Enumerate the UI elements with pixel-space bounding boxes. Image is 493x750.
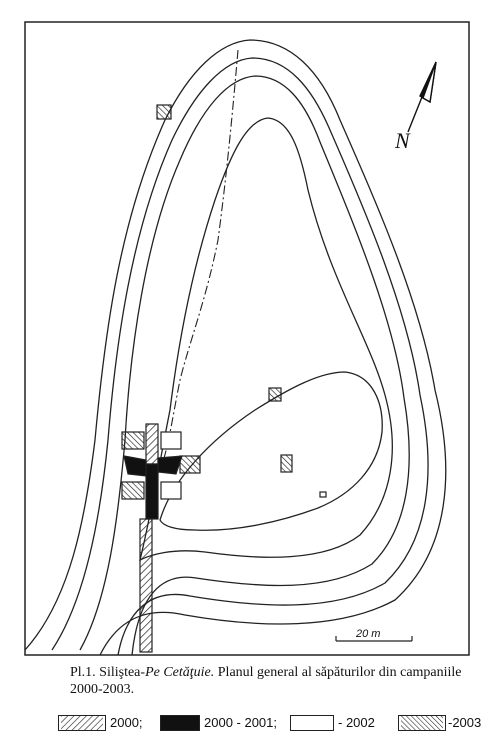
- trench-2002: [319, 491, 327, 498]
- trench-2000-2001: [145, 463, 159, 520]
- trench-2002: [160, 481, 182, 500]
- trench-2000-2001: [157, 455, 183, 475]
- trench-2000: [139, 518, 153, 653]
- map-frame: [24, 21, 470, 656]
- caption-prefix: Pl.1. Siliştea-: [70, 665, 146, 680]
- legend-label: 2000;: [110, 715, 143, 730]
- legend-swatch-hatch: [58, 715, 106, 731]
- contour-lines: [24, 39, 447, 656]
- caption-text: Planul general al săpăturilor din campan…: [70, 665, 462, 697]
- figure-caption: Pl.1. Siliştea-Pe Cetăţuie. Planul gener…: [70, 664, 470, 698]
- caption-site-name: Pe Cetăţuie.: [145, 665, 215, 680]
- legend: 2000; 2000 - 2001; - 2002 -2003: [58, 712, 490, 736]
- legend-label: -2003: [448, 715, 482, 730]
- trench-2003: [121, 481, 145, 500]
- trench-group: [121, 104, 327, 653]
- scale-bar: [335, 636, 413, 642]
- trench-2003: [280, 454, 293, 473]
- legend-swatch-empty: [290, 715, 334, 731]
- trench-2003: [268, 387, 282, 402]
- legend-label: - 2002: [338, 715, 375, 730]
- contour-line: [51, 57, 429, 656]
- legend-label: 2000 - 2001;: [204, 715, 278, 730]
- trench-2000-2001: [123, 455, 147, 477]
- north-arrow: [407, 61, 437, 133]
- scale-label: 20 m: [355, 628, 380, 640]
- trench-2000: [145, 423, 159, 465]
- contour-line: [24, 39, 447, 656]
- north-label: N: [394, 128, 411, 153]
- trench-2002: [160, 431, 182, 450]
- trench-2003: [179, 455, 201, 474]
- contour-line: [159, 371, 383, 531]
- contour-line: [79, 75, 410, 656]
- trench-2003: [121, 431, 145, 450]
- legend-swatch-hatch-left: [398, 715, 446, 731]
- contour-line: [139, 117, 393, 562]
- site-plan-map: N 20 m: [24, 21, 470, 656]
- legend-swatch-solid: [160, 715, 200, 731]
- trench-2003: [156, 104, 172, 120]
- footpath-line: [159, 49, 239, 471]
